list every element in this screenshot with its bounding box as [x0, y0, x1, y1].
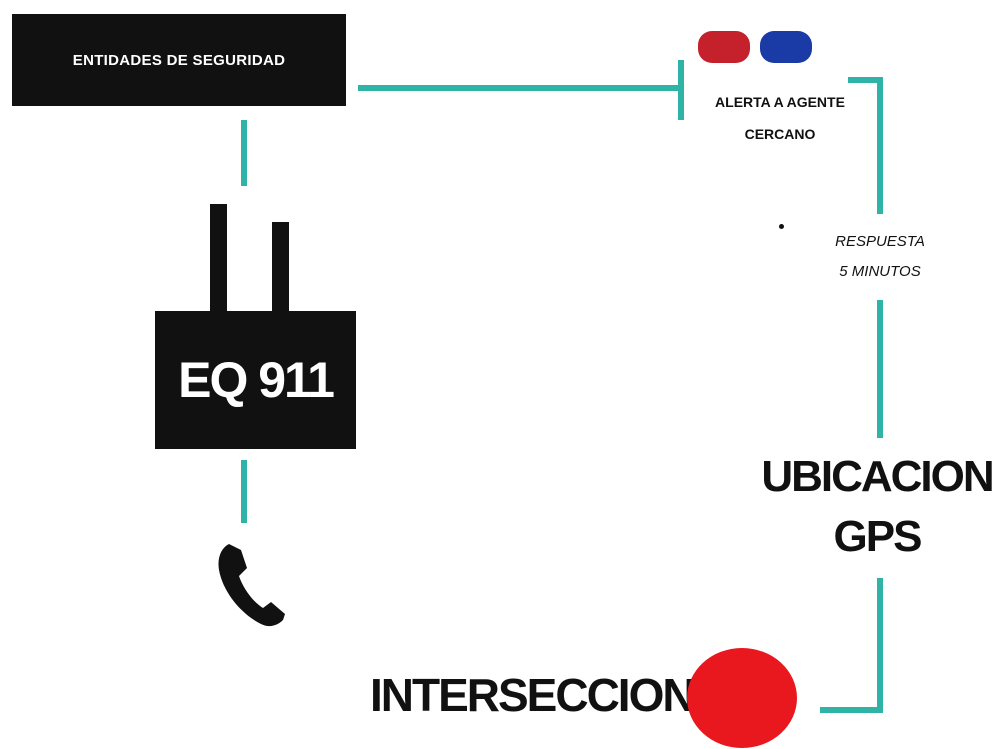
alert-label-line2: CERCANO	[744, 126, 816, 142]
dot-marker	[779, 224, 784, 229]
intersection-marker	[687, 648, 797, 748]
connector-gps-to-intersection	[820, 578, 883, 713]
phone-icon	[218, 544, 285, 627]
plug-prong-left	[210, 204, 227, 312]
siren-blue-light	[760, 31, 812, 63]
eq911-label: EQ 911	[178, 352, 335, 408]
gps-label-line1: UBICACION	[761, 452, 994, 501]
response-label-line2: 5 MINUTOS	[839, 263, 921, 280]
response-label-line1: RESPUESTA	[835, 233, 925, 250]
eq911-box: EQ 911	[155, 311, 356, 449]
security-entities-label: ENTIDADES DE SEGURIDAD	[72, 51, 286, 69]
intersection-label: INTERSECCION	[370, 669, 696, 721]
security-entities-box: ENTIDADES DE SEGURIDAD	[12, 14, 346, 106]
plug-prong-right	[272, 222, 289, 312]
siren-red-light	[698, 31, 750, 63]
alert-label-line1: ALERTA A AGENTE	[715, 94, 845, 110]
connector-alert-to-response	[848, 77, 883, 214]
gps-label-line2: GPS	[833, 512, 923, 561]
